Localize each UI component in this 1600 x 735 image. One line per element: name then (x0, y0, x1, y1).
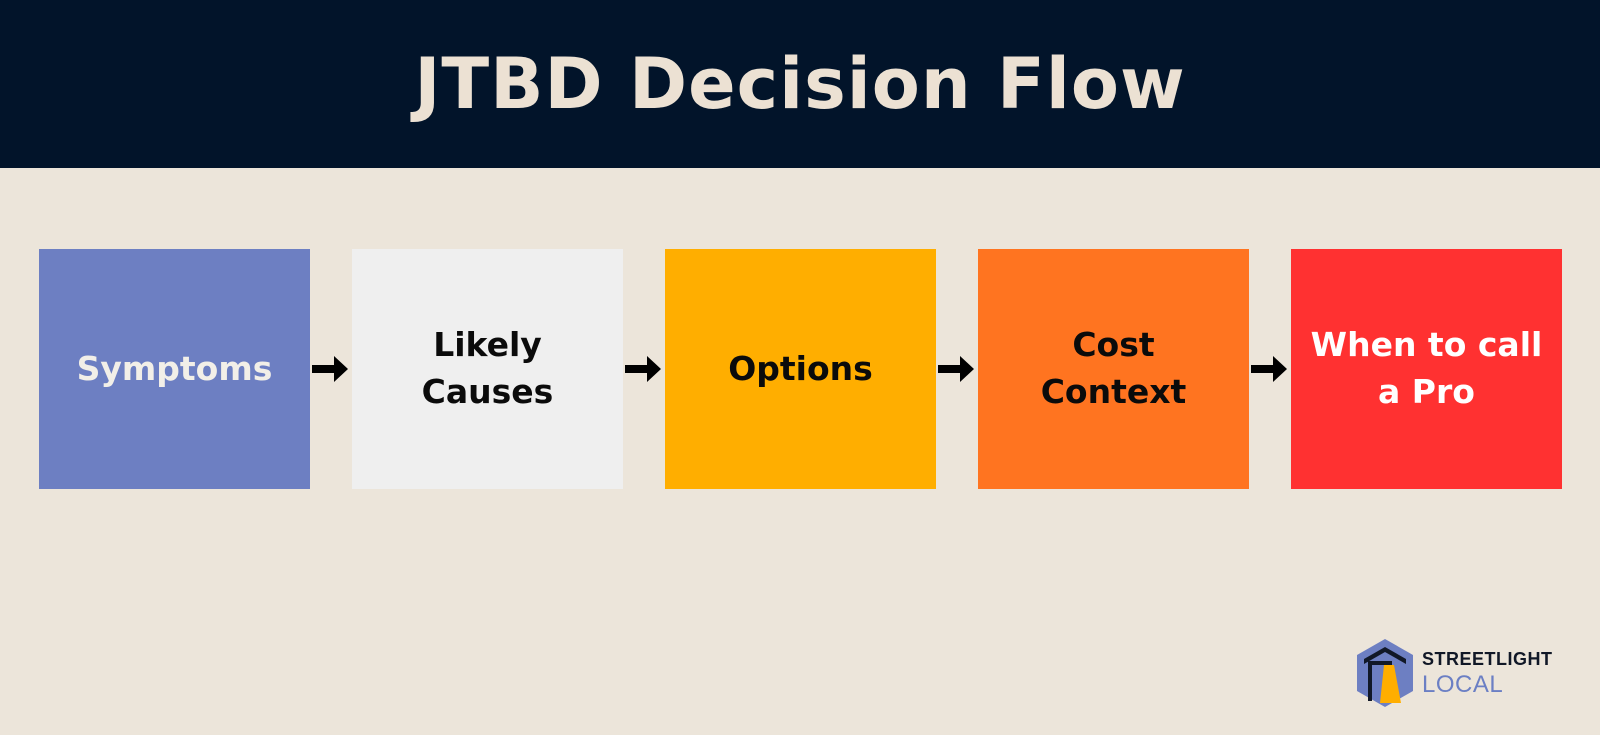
arrow-right-icon (625, 356, 661, 382)
logo-wordmark-bottom: LOCAL (1422, 671, 1504, 698)
step-box-cost-context: Cost Context (978, 249, 1249, 489)
step-box-options: Options (665, 249, 936, 489)
streetlight-local-logo: STREETLIGHT LOCAL (1354, 637, 1584, 711)
arrow-right-icon (1251, 356, 1287, 382)
arrow-right-icon (312, 356, 348, 382)
step-label: Symptoms (76, 348, 273, 388)
logo-wordmark-top: STREETLIGHT (1422, 649, 1553, 669)
step-label: Likely Causes (421, 325, 554, 411)
page-title: JTBD Decision Flow (414, 43, 1186, 125)
step-label: Options (728, 348, 873, 388)
step-label: Cost Context (1040, 325, 1187, 411)
arrow-right-icon (938, 356, 974, 382)
streetlight-lamp-icon (1357, 639, 1413, 707)
step-box-likely-causes: Likely Causes (352, 249, 623, 489)
step-label: When to call a Pro (1310, 325, 1543, 411)
header-banner: JTBD Decision Flow (0, 0, 1600, 168)
step-box-symptoms: Symptoms (39, 249, 310, 489)
step-box-when-to-call-a-pro: When to call a Pro (1291, 249, 1562, 489)
